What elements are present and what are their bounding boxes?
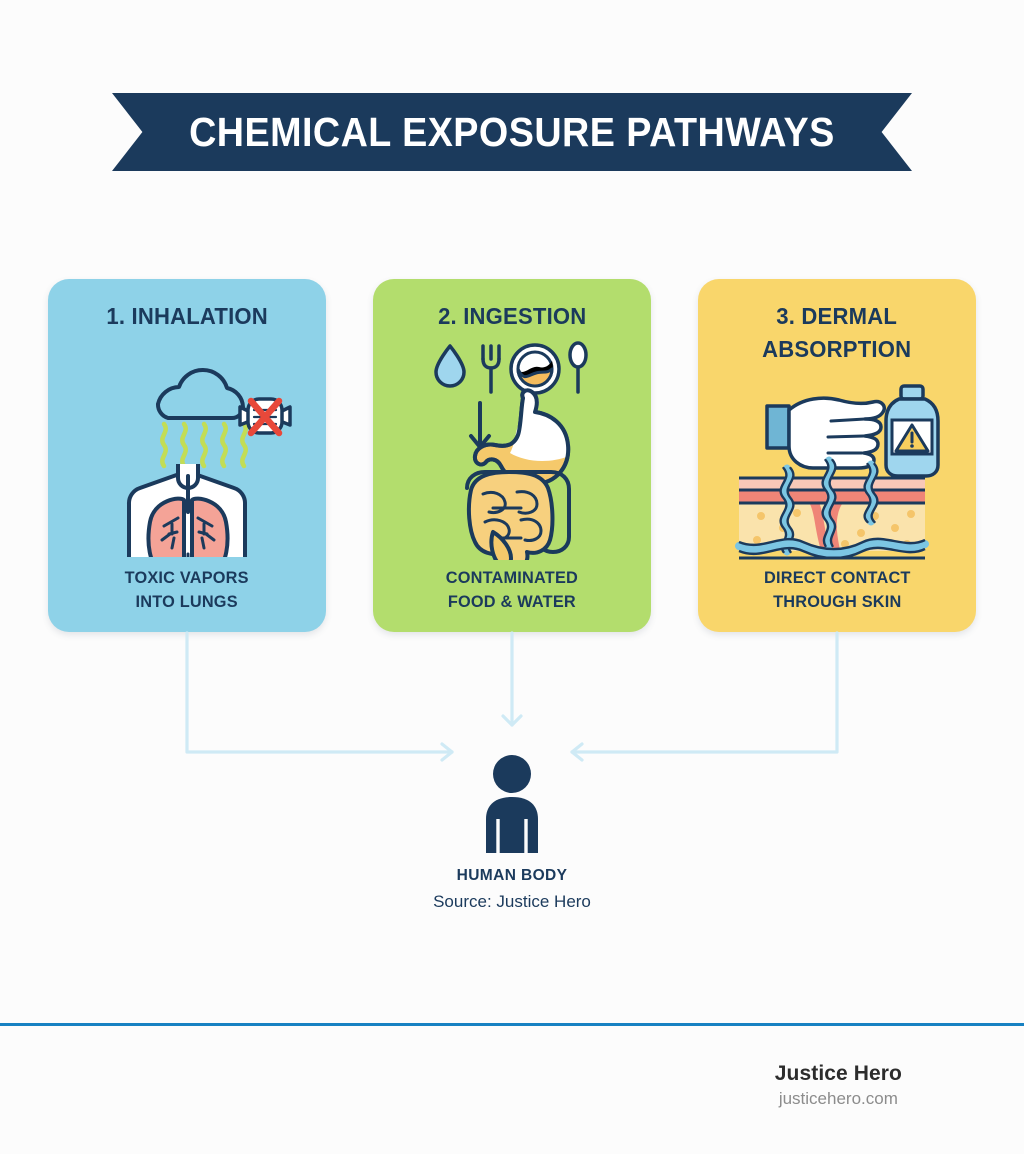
spoon-icon <box>567 341 588 394</box>
card-caption-ingestion: CONTAMINATED FOOD & WATER <box>445 567 579 611</box>
title-banner: CHEMICAL EXPOSURE PATHWAYS <box>112 93 912 171</box>
lungs-vapor-icon <box>48 333 326 566</box>
footer: Justice Hero justicehero.com <box>775 1062 902 1109</box>
human-body-label: HUMAN BODY <box>456 867 568 884</box>
down-arrow-icon <box>468 401 491 450</box>
card-title-ingestion: 2. INGESTION <box>437 303 587 329</box>
water-drop-icon <box>433 344 466 388</box>
flow-connectors <box>0 625 1024 785</box>
pathway-card-dermal[interactable]: 3. DERMAL ABSORPTION <box>698 279 976 632</box>
footer-url[interactable]: justicehero.com <box>778 1089 898 1108</box>
skin-absorption-icon <box>698 365 976 565</box>
human-body-block: HUMAN BODY Source: Justice Hero <box>0 755 1024 912</box>
human-body-icon <box>486 755 538 853</box>
pathway-card-ingestion[interactable]: 2. INGESTION <box>373 279 651 632</box>
pathway-cards: 1. INHALATION <box>48 279 976 632</box>
footer-divider <box>0 1023 1024 1026</box>
page-title: CHEMICAL EXPOSURE PATHWAYS <box>189 108 835 155</box>
card-title-inhalation: 1. INHALATION <box>106 303 268 329</box>
pathway-card-inhalation[interactable]: 1. INHALATION <box>48 279 326 632</box>
face-mask-crossed-icon <box>237 396 292 436</box>
digestive-system-icon <box>373 333 651 566</box>
skin-cross-section <box>734 456 929 560</box>
banner-shape: CHEMICAL EXPOSURE PATHWAYS <box>112 93 912 171</box>
hand-icon <box>764 396 886 470</box>
chemical-bottle-icon <box>883 384 940 478</box>
footer-brand: Justice Hero <box>774 1062 902 1085</box>
source-text: Source: Justice Hero <box>433 892 591 911</box>
card-caption-inhalation: TOXIC VAPORS INTO LUNGS <box>124 567 250 611</box>
plate-icon <box>508 343 561 395</box>
card-caption-dermal: DIRECT CONTACT THROUGH SKIN <box>763 567 911 611</box>
fork-icon <box>480 344 501 394</box>
card-title-dermal: 3. DERMAL ABSORPTION <box>762 303 912 362</box>
